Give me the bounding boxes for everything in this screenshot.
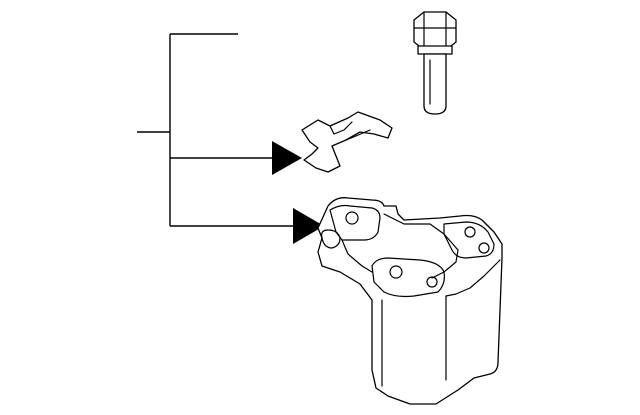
bolt-hole-right-lower-icon bbox=[478, 242, 490, 254]
bolt-hole-top-left-icon bbox=[345, 211, 359, 225]
bolt-hole-right-upper-icon bbox=[464, 226, 476, 238]
mount-bracket-icon bbox=[317, 197, 503, 405]
bolt-hole-lower-right-icon bbox=[426, 276, 438, 288]
callout-bracket bbox=[137, 33, 298, 227]
bolt-icon bbox=[413, 11, 457, 115]
arrow-to-clip-icon bbox=[272, 141, 302, 175]
arrow-to-bracket-icon bbox=[293, 208, 324, 244]
bolt-hole-lower-left-icon bbox=[389, 265, 403, 279]
clip-icon bbox=[301, 111, 393, 173]
